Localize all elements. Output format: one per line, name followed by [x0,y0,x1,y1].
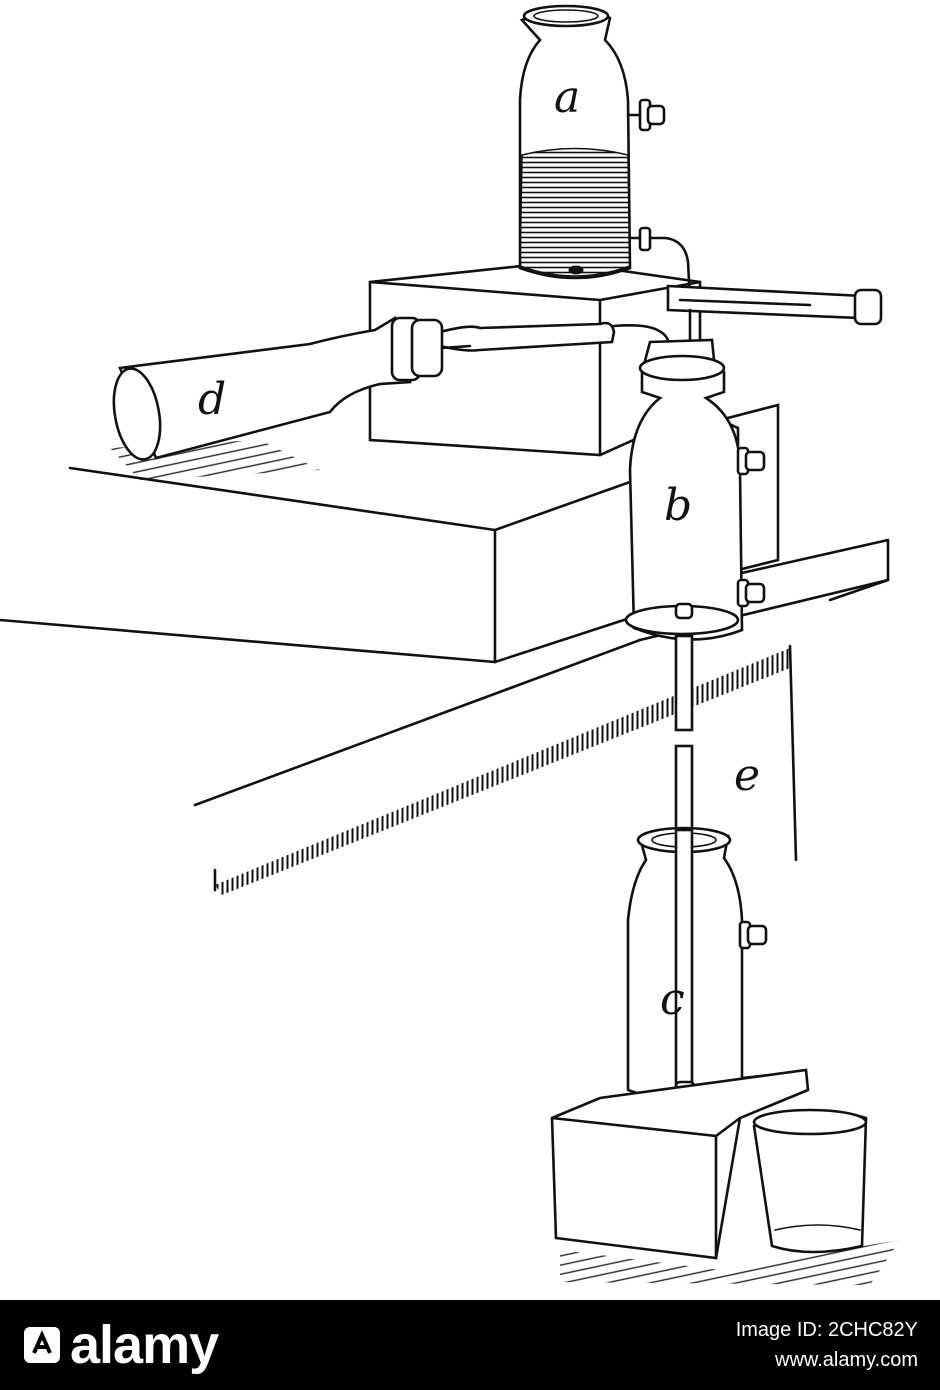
beaker [752,1108,868,1254]
label-d: d [198,374,226,425]
side-tube [666,284,883,342]
label-e: e [734,750,760,801]
rubber-connector [438,321,670,352]
watermark-meta: Image ID: 2CHC82Y www.alamy.com [736,1315,918,1375]
flask-a [518,4,692,302]
apparatus-engraving: a b c d e [0,4,900,1285]
flask-c [626,826,808,1103]
site-url[interactable]: www.alamy.com [775,1349,918,1371]
label-a: a [554,72,580,123]
lower-box [550,1068,900,1285]
alamy-logo-icon [24,1327,60,1363]
label-b: b [664,480,692,531]
watermark-bar: alamy Image ID: 2CHC82Y www.alamy.com [0,1300,940,1390]
bench-shadow-hatch [215,648,790,895]
brand-name: alamy [70,1315,219,1375]
flask-b [624,338,766,641]
bottle-d [112,315,472,461]
alamy-logo: alamy [24,1315,219,1375]
image-id: Image ID: 2CHC82Y [735,1319,918,1341]
label-c: c [660,974,685,1025]
bench [0,440,890,895]
